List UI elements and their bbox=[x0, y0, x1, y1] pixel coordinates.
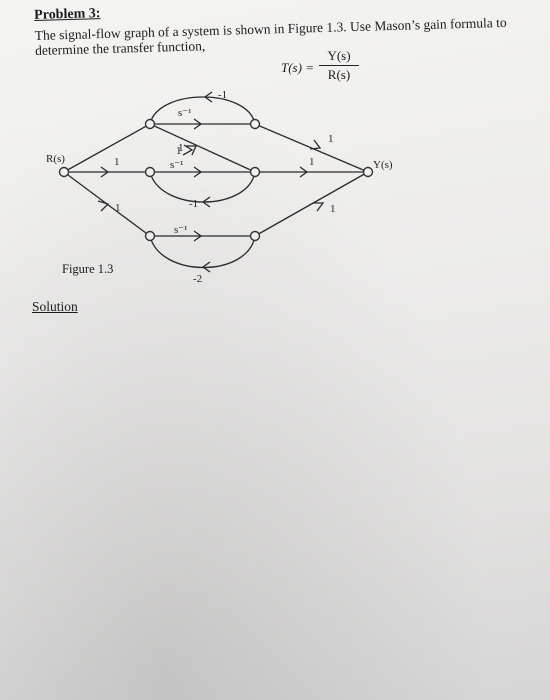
gain-input-edge: 1 bbox=[114, 156, 120, 168]
edge-bottom-to-output bbox=[254, 171, 369, 237]
arrow-middle-to-output bbox=[299, 166, 309, 178]
node-middle-left bbox=[144, 166, 156, 178]
edge-top-to-output bbox=[254, 123, 369, 173]
gain-middle-to-output: 1 bbox=[309, 156, 315, 168]
arrow-input bbox=[100, 166, 110, 178]
solution-label: Solution bbox=[32, 299, 78, 314]
edge-top-feedback bbox=[149, 96, 256, 125]
edge-cross-down bbox=[149, 123, 256, 173]
arrow-middle-feedback bbox=[201, 196, 211, 208]
arrow-top-feedback bbox=[203, 91, 213, 103]
arrow-top-forward bbox=[193, 118, 203, 130]
node-bottom-right bbox=[249, 230, 261, 242]
equation-lhs: T(s) = bbox=[281, 60, 314, 75]
gain-down-to-bottom: 1 bbox=[115, 202, 121, 214]
arrow-bottom-feedback bbox=[201, 261, 211, 273]
node-bottom-left bbox=[144, 230, 156, 242]
arrow-middle-forward bbox=[193, 166, 203, 178]
equation-numerator: Y(s) bbox=[319, 48, 359, 66]
gain-cross-down: 1 bbox=[176, 145, 182, 157]
equation-fraction: Y(s) R(s) bbox=[319, 48, 359, 83]
arrow-down-to-bottom bbox=[97, 200, 110, 212]
node-middle-right bbox=[249, 166, 261, 178]
equation-denominator: R(s) bbox=[327, 67, 351, 82]
gain-middle-forward: s⁻¹ bbox=[170, 159, 183, 171]
arrow-up-to-top bbox=[186, 145, 198, 156]
arrow-top-to-output bbox=[309, 139, 322, 150]
edge-up-to-top bbox=[63, 123, 151, 173]
gain-top-forward: s⁻¹ bbox=[178, 107, 191, 119]
node-output bbox=[362, 166, 374, 178]
arrow-bottom-to-output bbox=[313, 202, 325, 212]
gain-middle-feedback: -1 bbox=[189, 198, 198, 210]
transfer-function-equation: T(s) = Y(s) R(s) bbox=[281, 48, 371, 88]
edge-bottom-feedback bbox=[149, 235, 256, 269]
gain-up-to-top: 1 bbox=[178, 142, 184, 154]
gain-bottom-feedback: -2 bbox=[193, 273, 202, 285]
gain-top-feedback: -1 bbox=[218, 89, 227, 101]
label-input-node: R(s) bbox=[46, 153, 65, 165]
label-output-node: Y(s) bbox=[373, 159, 393, 171]
node-top-right bbox=[249, 118, 261, 130]
gain-top-to-output: 1 bbox=[328, 133, 334, 145]
edge-middle-feedback bbox=[149, 171, 256, 203]
arrow-cross-down bbox=[182, 144, 194, 156]
figure-caption: Figure 1.3 bbox=[62, 262, 114, 276]
gain-bottom-forward: s⁻¹ bbox=[174, 224, 187, 236]
node-input bbox=[58, 166, 70, 178]
gain-bottom-to-output: 1 bbox=[330, 203, 336, 215]
node-top-left bbox=[144, 118, 156, 130]
arrow-bottom-forward bbox=[193, 230, 203, 242]
